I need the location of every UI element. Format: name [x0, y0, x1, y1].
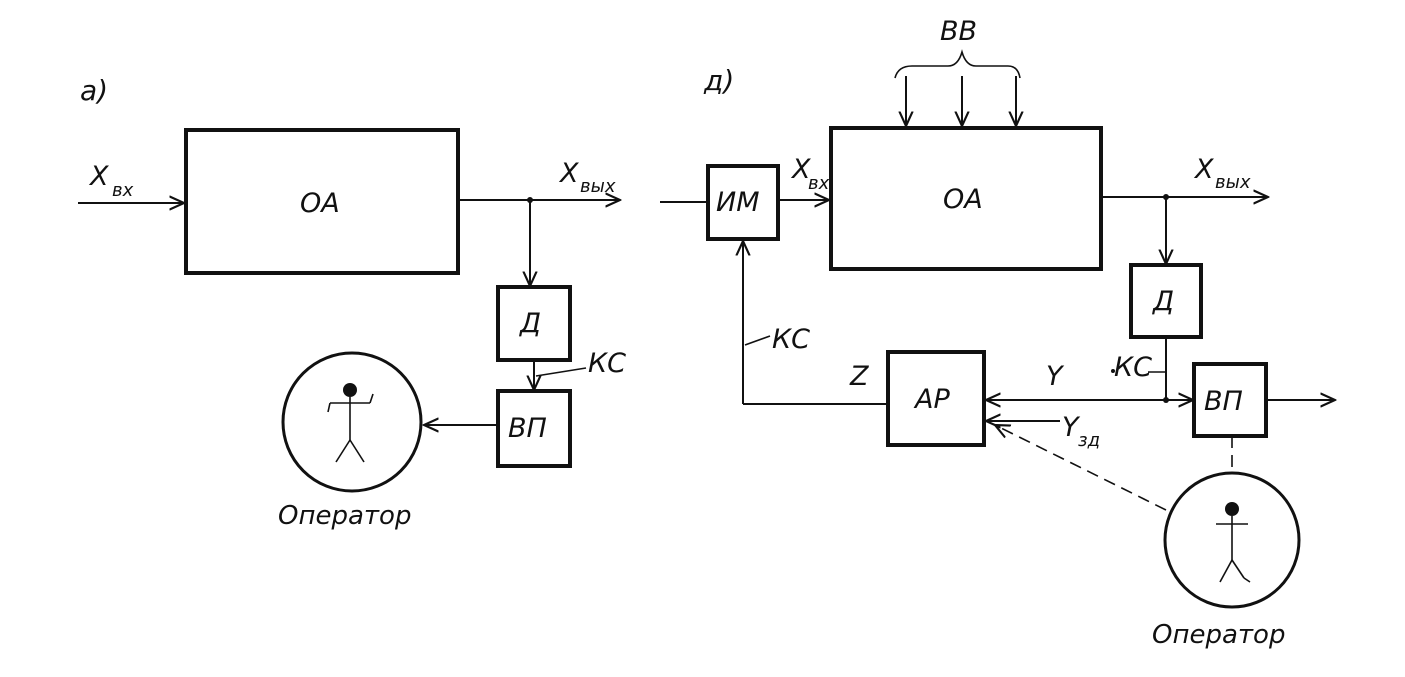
converter-block-a — [496, 389, 572, 468]
channel-leader-b-left — [744, 335, 771, 346]
operator-label-b: Оператор — [1152, 620, 1285, 650]
stick-figure-a — [327, 383, 374, 463]
channel-label-b-right: КС — [1114, 352, 1152, 383]
channel-label-a: КС — [588, 348, 626, 379]
input-label-b-main: X — [790, 154, 811, 185]
operator-circle-a — [281, 351, 423, 493]
panel-label-b: д) — [703, 64, 734, 97]
actuator-block — [706, 164, 780, 241]
input-label-a: X вх — [88, 161, 134, 201]
output-label-b-main: X — [1193, 154, 1214, 185]
object-block-a — [184, 128, 460, 275]
channel-label-b-left: КС — [772, 324, 810, 355]
panel-label-a: а) — [80, 74, 108, 107]
input-label-a-sub: вх — [112, 180, 134, 201]
setpoint-label-main: Y — [1062, 412, 1081, 443]
operator-a — [281, 351, 423, 493]
converter-block-b — [1192, 362, 1268, 438]
object-block-a-label: ОА — [300, 188, 340, 219]
channel-dot-b — [1111, 369, 1115, 373]
input-label-a-main: X — [88, 161, 109, 192]
actuator-block-label: ИМ — [716, 187, 760, 218]
output-label-a-sub: вых — [580, 176, 616, 197]
diagram-b: д) ВВ ИМ X вх ОА X вых Д — [660, 16, 1335, 650]
sensor-block-a — [496, 285, 572, 362]
output-label-b-sub: вых — [1215, 172, 1251, 193]
input-label-b-sub: вх — [808, 173, 830, 194]
operator-b — [1163, 471, 1301, 609]
setpoint-label: Y зд — [1062, 412, 1100, 451]
output-label-b: X вых — [1193, 154, 1251, 193]
regulator-block — [886, 350, 986, 447]
z-label: Z — [849, 361, 869, 392]
regulator-block-label: АР — [913, 384, 950, 415]
operator-label-a: Оператор — [278, 501, 411, 531]
object-block-b — [829, 126, 1103, 271]
y-label: Y — [1046, 361, 1065, 392]
input-label-b: X вх — [790, 154, 830, 194]
diagram-a: а) X вх ОА X вых Д КС ВП — [78, 74, 626, 531]
stick-figure-b — [1216, 502, 1251, 583]
object-block-b-label: ОА — [943, 184, 983, 215]
operator-setpoint-dashed — [995, 425, 1167, 511]
disturbance-brace — [894, 49, 1021, 79]
converter-block-b-label: ВП — [1204, 386, 1243, 417]
converter-block-a-label: ВП — [508, 413, 547, 444]
setpoint-label-sub: зд — [1078, 430, 1100, 451]
sensor-block-b-label: Д — [1152, 286, 1174, 317]
sensor-block-a-label: Д — [519, 308, 541, 339]
output-label-a: X вых — [558, 158, 616, 197]
output-label-a-main: X — [558, 158, 579, 189]
disturbance-label: ВВ — [940, 16, 977, 47]
channel-leader-a — [535, 367, 587, 377]
